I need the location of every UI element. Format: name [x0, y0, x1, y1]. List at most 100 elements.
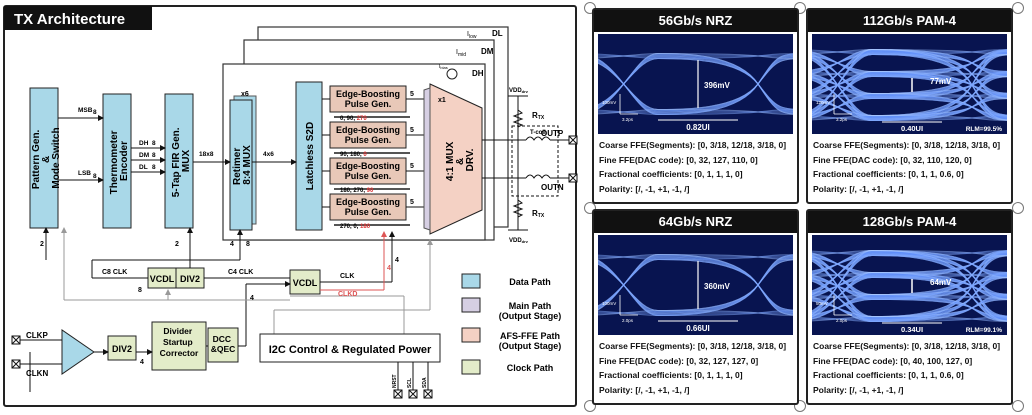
svg-text:2: 2: [40, 241, 44, 248]
i-low-label: Ilow: [467, 31, 477, 40]
eye-vscale: 50mV: [816, 301, 828, 306]
svg-text:2: 2: [175, 241, 179, 248]
eye-panel-title: 112Gb/s PAM-4: [808, 10, 1011, 32]
svg-text:CLK: CLK: [340, 273, 354, 280]
eye-panel-title: 56Gb/s NRZ: [594, 10, 797, 32]
svg-text:8: 8: [246, 241, 250, 248]
dcc-label: DCC &QEC: [211, 334, 236, 354]
svg-text:DM: DM: [139, 152, 149, 159]
setting-line: Polarity: [/, -1, +1, -1, /]: [599, 384, 690, 395]
svg-text:Edge-Boosting: Edge-Boosting: [336, 89, 400, 99]
i-bias-label: Ibias: [439, 64, 448, 70]
i-mid-label: Imid: [456, 49, 466, 58]
svg-text:4: 4: [250, 295, 254, 302]
block-mux-main-edge: [423, 87, 431, 231]
svg-text:0, 90, 270: 0, 90, 270: [340, 116, 367, 122]
block-thermometer-encoder: [102, 93, 132, 229]
layer-dl-label: DL: [492, 29, 503, 38]
eye-amplitude: 396mV: [704, 81, 730, 90]
tx-architecture-diagram: TX Architecture DL Ilow DM Imid DH Ibias…: [3, 5, 578, 407]
svg-text:5: 5: [410, 163, 414, 170]
svg-text:C4 CLK: C4 CLK: [228, 269, 253, 276]
svg-text:LSB: LSB: [78, 170, 91, 177]
svg-text:OUTP: OUTP: [541, 129, 564, 138]
svg-text:(Output Stage): (Output Stage): [499, 341, 562, 351]
eye-tscale: 3.2ps: [836, 117, 848, 122]
svg-text:CLKN: CLKN: [26, 369, 48, 378]
clock-labels: C8 CLK 8 C4 CLK 4 CLK CLKD 4 2 2 4 8 4 4…: [26, 241, 399, 378]
svg-text:NRST: NRST: [392, 374, 398, 388]
svg-text:Edge-Boosting: Edge-Boosting: [336, 125, 400, 135]
svg-text:90, 180, 0: 90, 180, 0: [340, 152, 367, 158]
eye-width: 0.34UI: [901, 325, 923, 334]
svg-text:4: 4: [230, 241, 234, 248]
svg-text:VCDL: VCDL: [293, 278, 318, 288]
svg-text:CLKP: CLKP: [26, 331, 48, 340]
block-divider-startup: [151, 321, 207, 371]
block-fir-gen: [164, 93, 194, 229]
svg-text:8: 8: [152, 140, 156, 147]
svg-text:270, 0, 180: 270, 0, 180: [340, 224, 371, 230]
setting-line: Fine FFE(DAC code): [0, 32, 127, 127, 0]: [599, 355, 759, 366]
legend-item-3: AFS-FFE Path(Output Stage): [461, 327, 562, 351]
eye-panel-title: 128Gb/s PAM-4: [808, 211, 1011, 233]
svg-text:Edge-Boosting: Edge-Boosting: [336, 197, 400, 207]
diagram-title: TX Architecture: [14, 11, 125, 28]
svg-text:DIV2: DIV2: [180, 274, 200, 284]
eye-tscale: 2.0ps: [836, 318, 848, 323]
eye-panel-settings: Coarse FFE(Segments): [0, 3/18, 12/18, 3…: [599, 339, 786, 397]
svg-text:5: 5: [410, 127, 414, 134]
setting-line: Coarse FFE(Segments): [0, 3/18, 12/18, 3…: [599, 140, 787, 150]
svg-text:4: 4: [387, 265, 391, 272]
setting-line: Fractional coefficients: [0, 1, 1, 0.6, …: [813, 169, 964, 179]
legend-item-2: Main Path(Output Stage): [461, 297, 562, 321]
svg-text:VCDL: VCDL: [150, 274, 175, 284]
clock-pads: [11, 335, 21, 369]
block-latchless-s2d: [295, 81, 323, 231]
svg-text:Pulse Gen.: Pulse Gen.: [345, 207, 392, 217]
svg-text:4: 4: [140, 359, 144, 366]
eye-tscale: 2.0ps: [622, 318, 634, 323]
eye-panel-settings: Coarse FFE(Segments): [0, 3/18, 12/18, 3…: [813, 138, 1000, 196]
mux-x1: x1: [438, 97, 446, 104]
block-dcc-qec: [207, 327, 239, 363]
svg-text:8: 8: [138, 287, 142, 294]
setting-line: Coarse FFE(Segments): [0, 3/18, 12/18, 3…: [813, 140, 1001, 150]
corner-handle: [1012, 2, 1024, 14]
setting-line: Fine FFE(DAC code): [0, 32, 127, 110, 0]: [599, 154, 758, 165]
eye-panel-title: 64Gb/s NRZ: [594, 211, 797, 233]
svg-text:DH: DH: [139, 140, 149, 147]
i2c-pins: [393, 362, 433, 399]
divider-startup-label: Divider Startup Corrector: [160, 326, 199, 358]
svg-text:(Output Stage): (Output Stage): [499, 311, 562, 321]
layer-dm-label: DM: [481, 47, 494, 56]
svg-text:8: 8: [152, 164, 156, 171]
corner-handle: [1012, 400, 1024, 412]
eye-rlm: RLM=99.5%: [966, 126, 1003, 133]
eye-width: 0.40UI: [901, 124, 923, 133]
i2c-pin-labels: NRST SCL SDA: [392, 374, 428, 388]
pattern-gen-label: Pattern Gen. & Mode Switch: [31, 127, 62, 189]
svg-text:4x6: 4x6: [263, 151, 274, 158]
svg-text:AFS-FFE Path: AFS-FFE Path: [500, 331, 560, 341]
setting-line: Polarity: [/, -1, +1, -1, /]: [599, 183, 690, 194]
svg-text:5: 5: [410, 199, 414, 206]
data-wires: [58, 115, 297, 183]
retimer-x6: x6: [241, 91, 249, 98]
svg-text:18x8: 18x8: [199, 151, 214, 158]
eye-panel-settings: Coarse FFE(Segments): [0, 3/18, 12/18, 3…: [813, 339, 1000, 397]
svg-text:DIV2: DIV2: [112, 344, 132, 354]
clkd-wire: [320, 231, 387, 291]
legend-item-1: Data Path: [461, 273, 551, 289]
svg-text:C8 CLK: C8 CLK: [102, 269, 127, 276]
svg-text:VDDdrv: VDDdrv: [509, 238, 529, 244]
